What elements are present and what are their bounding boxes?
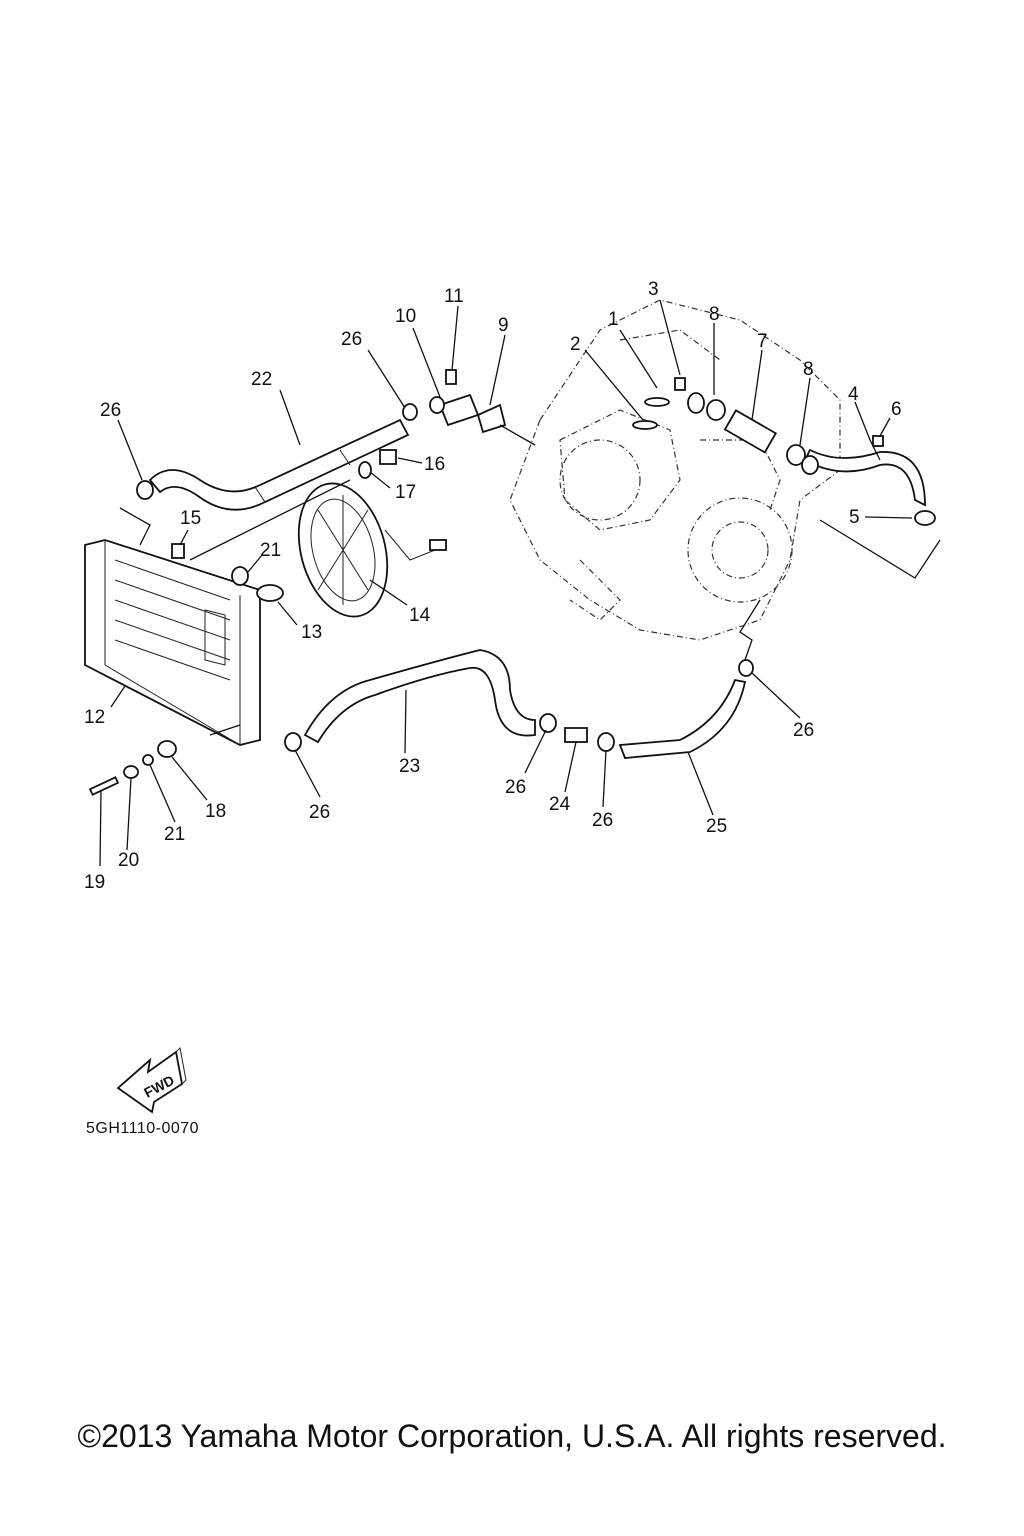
copyright-notice: ©2013 Yamaha Motor Corporation, U.S.A. A… (77, 1418, 947, 1454)
callout-10: 10 (395, 306, 416, 327)
callout-21b: 21 (164, 824, 185, 845)
callout-26e: 26 (592, 810, 613, 831)
radiator (84, 539, 261, 746)
callout-26f: 26 (793, 720, 814, 741)
callout-19: 19 (84, 872, 105, 893)
fwd-arrow-icon: FWD (116, 1046, 187, 1114)
engine-outline (509, 299, 841, 641)
callout-23: 23 (399, 756, 420, 777)
callout-7: 7 (757, 331, 768, 352)
callout-8a: 8 (709, 304, 720, 325)
leader-lines (99, 299, 941, 867)
callout-6: 6 (891, 399, 902, 420)
callout-11: 11 (444, 286, 464, 307)
callout-16: 16 (424, 454, 445, 475)
callout-1: 1 (608, 309, 619, 330)
callout-4: 4 (848, 384, 859, 405)
callout-9: 9 (498, 315, 509, 336)
hose-22 (148, 418, 410, 511)
callout-26d: 26 (505, 777, 526, 798)
callout-18: 18 (205, 801, 226, 822)
callout-21a: 21 (260, 540, 281, 561)
callout-17: 17 (395, 482, 416, 503)
callout-22: 22 (251, 369, 272, 390)
callout-5: 5 (849, 507, 860, 528)
hose-23 (303, 649, 536, 744)
hose-25 (618, 678, 747, 759)
callout-14: 14 (409, 605, 431, 626)
callout-15: 15 (180, 508, 201, 529)
callout-25: 25 (706, 816, 727, 837)
callout-26c: 26 (309, 802, 330, 823)
cooling-fan (297, 482, 447, 618)
callout-12: 12 (84, 707, 105, 728)
callout-24: 24 (549, 794, 571, 815)
callout-3: 3 (648, 279, 659, 300)
callout-2: 2 (570, 334, 581, 355)
small-parts (88, 369, 936, 796)
callout-26a: 26 (100, 400, 121, 421)
callout-20: 20 (118, 850, 139, 871)
callout-13: 13 (301, 622, 322, 643)
diagram-code: 5GH1110-0070 (86, 1120, 200, 1137)
callout-8b: 8 (803, 359, 814, 380)
callout-labels: 1 2 3 4 5 6 7 8 8 9 10 11 12 13 14 15 16… (84, 279, 902, 893)
hose-4 (803, 448, 926, 507)
callout-26b: 26 (341, 329, 362, 350)
